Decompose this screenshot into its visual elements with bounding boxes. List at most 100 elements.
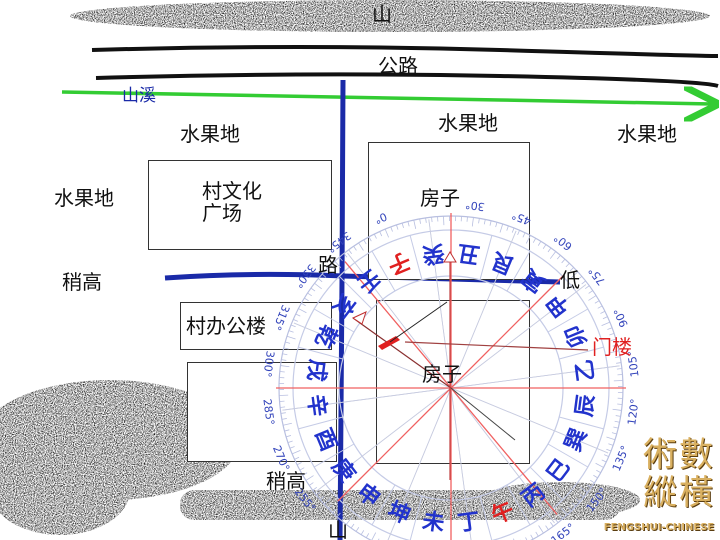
degree-tick (600, 310, 606, 314)
mountain-divider (479, 235, 493, 280)
mountain-label: 未 (421, 509, 446, 537)
house-top-label: 房子 (420, 186, 460, 210)
degree-tick (291, 450, 301, 455)
degree-label: 75° (586, 264, 608, 287)
mountain-label: 壬 (352, 263, 385, 296)
degree-tick (290, 324, 296, 328)
degree-tick (579, 493, 584, 498)
degree-tick (471, 217, 474, 227)
slightly-high-left-label: 稍高 (62, 270, 102, 294)
mountain-divider (338, 275, 373, 310)
degree-tick (612, 344, 618, 347)
mountain-divider (298, 416, 343, 430)
mountain-divider (547, 443, 589, 468)
degree-tick (554, 518, 559, 523)
degree-tick (285, 341, 291, 344)
degree-tick (601, 459, 607, 463)
degree-tick (615, 356, 621, 358)
empty-plot (187, 362, 337, 462)
slightly-high-bottom-label: 稍高 (266, 469, 306, 493)
degree-tick (302, 472, 308, 476)
degree-tick (538, 525, 544, 534)
degree-tick (283, 347, 289, 350)
degree-tick (569, 267, 574, 272)
degree-tick (616, 368, 622, 370)
degree-tick (288, 330, 294, 333)
degree-tick (299, 467, 305, 471)
degree-label: 165° (549, 521, 578, 540)
degree-tick (590, 479, 595, 484)
mountain-divider (559, 346, 604, 360)
degree-tick (594, 300, 600, 304)
direction-arrow-line (352, 317, 452, 389)
degree-tick (384, 228, 389, 238)
mountain-label: 卯 (561, 321, 593, 351)
road-horizontal (164, 271, 561, 285)
degree-tick (360, 530, 365, 535)
degree-tick (305, 475, 314, 481)
mountain-label: 庚 (326, 454, 360, 487)
degree-tick (345, 517, 353, 525)
door-marker (378, 336, 400, 350)
degree-label: 90° (611, 306, 630, 329)
direction-arrowhead (351, 311, 367, 325)
degree-tick (307, 292, 312, 297)
degree-tick (478, 218, 480, 224)
degree-tick (334, 260, 342, 269)
mountain-label: 丙 (517, 479, 550, 512)
degree-tick (586, 484, 592, 489)
degree-tick (506, 225, 509, 231)
degree-tick (379, 231, 383, 237)
degree-tick (560, 507, 568, 516)
degree-tick (295, 313, 301, 317)
degree-tick (585, 285, 590, 289)
degree-tick (289, 446, 295, 449)
mountain-divider (313, 443, 355, 468)
degree-tick (309, 482, 314, 486)
village-office-label: 村办公楼 (186, 314, 266, 338)
degree-tick (296, 462, 302, 466)
mountain-divider (506, 484, 531, 526)
degree-tick (407, 221, 410, 227)
degree-tick (588, 295, 597, 301)
degree-tick (522, 232, 526, 238)
degree-tick (597, 305, 603, 309)
degree-tick (565, 262, 570, 268)
degree-tick (601, 321, 611, 326)
degree-tick (570, 271, 579, 279)
degree-tick (595, 462, 604, 468)
degree-tick (341, 516, 346, 521)
degree-tick (304, 297, 309, 302)
highway-line-north (91, 45, 719, 58)
degree-label: 330° (292, 262, 318, 291)
highway-label: 公路 (378, 54, 418, 78)
degree-tick (328, 504, 333, 509)
degree-tick (561, 258, 566, 264)
orchard-label: 水果地 (438, 111, 498, 135)
degree-tick (280, 406, 286, 408)
degree-tick (608, 443, 614, 446)
degree-tick (588, 290, 593, 294)
logo-text-en: FENGSHUI-CHINESE (603, 522, 715, 533)
degree-tick (368, 236, 372, 242)
degree-tick (332, 508, 337, 514)
orchard-label: 水果地 (617, 122, 677, 146)
degree-tick (603, 454, 609, 457)
degree-tick (483, 219, 486, 225)
degree-tick (286, 335, 296, 340)
degree-tick (287, 440, 293, 443)
degree-label: 150° (584, 486, 610, 515)
degree-tick (489, 220, 492, 226)
degree-tick (355, 527, 360, 532)
house-main-label: 房子 (422, 362, 462, 386)
degree-tick (577, 275, 583, 280)
degree-label: 0° (372, 210, 389, 227)
degree-label: 60° (551, 231, 574, 253)
mountain-bottom-label: 山 (328, 518, 348, 540)
mountain-divider (479, 496, 493, 540)
degree-tick (310, 287, 316, 292)
degree-tick (330, 265, 335, 270)
